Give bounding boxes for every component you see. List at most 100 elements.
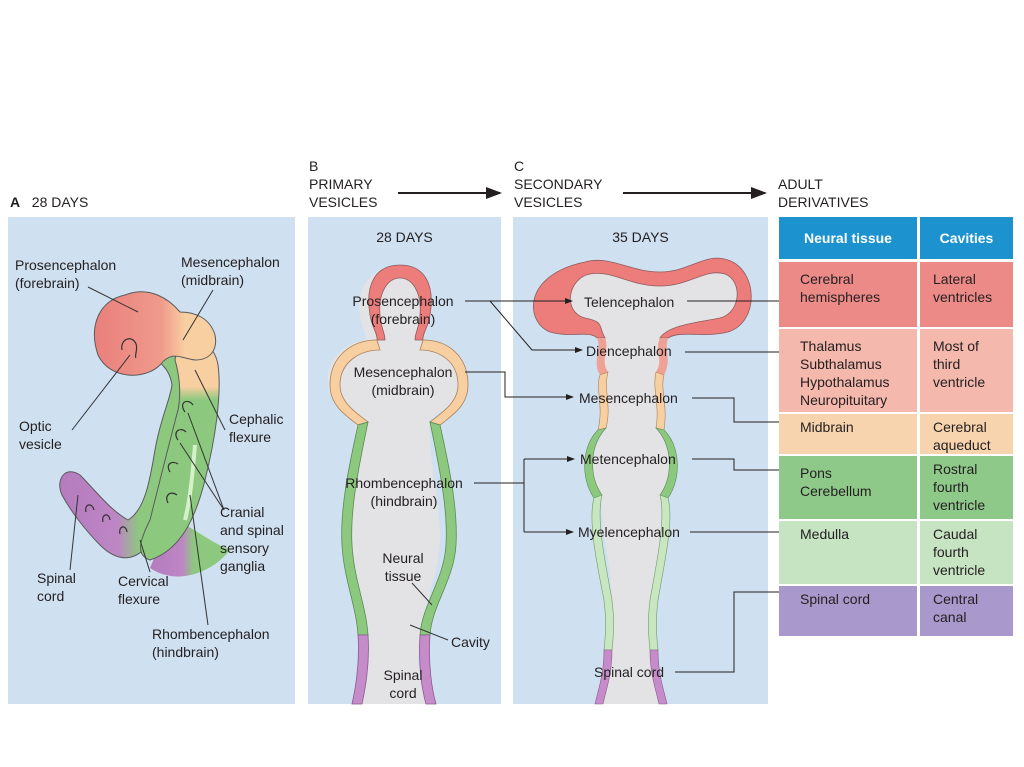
table-row: Cerebral hemispheres Lateral ventricles (779, 262, 1013, 327)
cell-text: ventricle (933, 497, 986, 513)
panel-c-days: 35 DAYS (612, 229, 669, 245)
cell-text: Pons (800, 465, 832, 481)
label-text: Cephalic (229, 411, 284, 427)
cell-neural-tissue: Spinal cord (779, 586, 917, 636)
label-a-rhombencephalon: Rhombencephalon (hindbrain) (152, 625, 270, 661)
label-text: (forebrain) (15, 275, 80, 291)
label-c-telencephalon: Telencephalon (584, 294, 675, 310)
cell-cavity: Lateral ventricles (920, 262, 1013, 327)
label-text: Prosencephalon (15, 257, 117, 273)
label-a-mesencephalon: Mesencephalon (midbrain) (181, 253, 280, 289)
embryo-28-days (59, 291, 230, 577)
label-text: Cranial (220, 504, 265, 520)
cell-neural-tissue: Midbrain (779, 414, 917, 454)
label-c-metencephalon: Metencephalon (580, 451, 676, 467)
table-header-row: Neural tissue Cavities (779, 217, 1013, 259)
panel-a-leaders (69, 286, 226, 626)
panel-b-title-1: PRIMARY (309, 176, 373, 192)
cell-cavity: Caudal fourth ventricle (920, 521, 1013, 584)
label-text: cord (37, 588, 65, 604)
connectors-b-to-c (465, 298, 583, 535)
cell-text: Hypothalamus (800, 374, 890, 390)
label-text: Rhombencephalon (345, 475, 463, 491)
cell-neural-tissue: Cerebral hemispheres (779, 262, 917, 327)
cell-text: Lateral (933, 271, 976, 287)
secondary-vesicles (532, 257, 752, 705)
panel-c-letter: C (514, 158, 525, 174)
label-a-optic-vesicle: Optic vesicle (19, 417, 62, 453)
panel-b-header: B PRIMARY VESICLES (309, 157, 377, 211)
cell-text: fourth (933, 544, 969, 560)
cell-text: hemispheres (800, 289, 881, 305)
cell-text: Neuropituitary (800, 392, 888, 408)
label-b-rhombencephalon: Rhombencephalon (hindbrain) (338, 474, 470, 510)
label-text: sensory (220, 540, 270, 556)
label-text: vesicle (19, 436, 62, 452)
cell-text: canal (933, 609, 967, 625)
label-text: and spinal (220, 522, 284, 538)
cell-text: ventricle (933, 374, 986, 390)
panel-c-header: C SECONDARY VESICLES (514, 157, 602, 211)
cell-text: Thalamus (800, 338, 862, 354)
label-c-myelencephalon: Myelencephalon (578, 524, 680, 540)
label-text: Spinal (37, 570, 76, 586)
label-text: (forebrain) (370, 311, 436, 327)
label-b-prosencephalon: Prosencephalon (forebrain) (348, 292, 458, 328)
label-a-cephalic-flexure: Cephalic flexure (229, 410, 283, 446)
cell-text: third (933, 356, 961, 372)
cell-text: Midbrain (800, 419, 854, 435)
label-c-spinal-cord: Spinal cord (594, 664, 665, 680)
primary-vesicles (327, 264, 469, 705)
label-c-mesencephalon: Mesencephalon (579, 390, 678, 406)
panel-b-letter: B (309, 158, 319, 174)
label-text: (midbrain) (371, 382, 435, 398)
cell-text: Cerebral (800, 271, 854, 287)
label-b-neural-tissue: Neural tissue (378, 549, 428, 585)
panel-a-letter: A (10, 194, 21, 210)
label-text: flexure (229, 429, 272, 445)
label-text: Neural (382, 550, 424, 566)
header-neural-tissue: Neural tissue (779, 217, 917, 259)
header-cavities: Cavities (920, 217, 1013, 259)
cell-text: Caudal (933, 526, 978, 542)
label-c-diencephalon: Diencephalon (586, 343, 672, 359)
label-a-spinal-cord: Spinal cord (37, 569, 76, 605)
cell-text: Rostral (933, 461, 978, 477)
label-text: Spinal (383, 667, 423, 683)
adult-derivatives-table: Neural tissue Cavities Cerebral hemispher… (779, 217, 1013, 636)
panel-a-header: A 28 DAYS (10, 193, 88, 211)
label-b-spinal-cord: Spinal cord (378, 666, 428, 702)
connectors-c-to-adult (675, 298, 793, 673)
cell-text: ventricle (933, 562, 986, 578)
cell-text: Cerebral (933, 419, 987, 435)
label-text: Prosencephalon (352, 293, 454, 309)
panel-c-title-2: VESICLES (514, 194, 583, 210)
label-text: Rhombencephalon (152, 626, 270, 642)
label-b-mesencephalon: Mesencephalon (midbrain) (348, 363, 458, 399)
label-a-cervical-flexure: Cervical flexure (118, 572, 169, 608)
label-text: Mesencephalon (181, 254, 280, 270)
cell-cavity: Central canal (920, 586, 1013, 636)
table-row: Spinal cord Central canal (779, 586, 1013, 636)
adult-header: ADULT DERIVATIVES (778, 175, 869, 211)
adult-title-1: ADULT (778, 176, 823, 192)
cell-text: Spinal cord (800, 591, 871, 607)
label-text: Cervical (118, 573, 169, 589)
label-a-prosencephalon: Prosencephalon (forebrain) (15, 256, 116, 292)
panel-a-title: 28 DAYS (31, 194, 89, 210)
cell-text: Central (933, 591, 979, 607)
cell-text: ventricles (933, 289, 993, 305)
label-text: tissue (384, 568, 422, 584)
label-b-cavity: Cavity (451, 634, 490, 650)
label-text: flexure (118, 591, 161, 607)
cell-text: Subthalamus (800, 356, 882, 372)
